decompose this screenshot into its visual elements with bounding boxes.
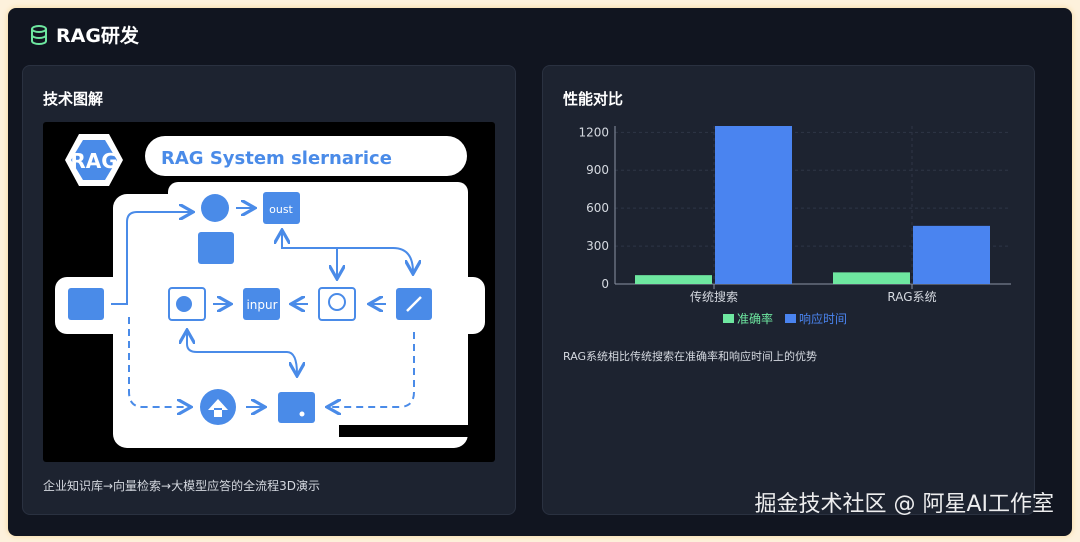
y-tick-label: 1200 — [578, 125, 609, 139]
y-tick-label: 900 — [586, 163, 609, 177]
bar-response-time — [913, 225, 990, 284]
bar-accuracy — [635, 275, 712, 284]
svg-text:RAG: RAG — [70, 149, 117, 173]
rag-diagram-image: RAG RAG System slernarice — [43, 122, 495, 462]
page-header: RAG研发 — [30, 21, 139, 48]
svg-text:RAG System slernarice: RAG System slernarice — [161, 148, 392, 169]
diagram-caption: 企业知识库→向量检索→大模型应答的全流程3D演示 — [43, 479, 320, 493]
diagram-card: 技术图解 RAG RAG System slernarice — [22, 65, 516, 515]
chart-caption: RAG系统相比传统搜索在准确率和响应时间上的优势 — [563, 350, 818, 363]
svg-text:oust: oust — [269, 203, 293, 216]
bar-response-time — [715, 126, 792, 284]
legend-swatch — [785, 314, 796, 323]
legend-label: 响应时间 — [799, 311, 847, 326]
card-title: 性能对比 — [563, 90, 624, 108]
app-window: RAG研发 技术图解 RAG RAG System slernarice — [8, 8, 1072, 536]
y-tick-label: 300 — [586, 239, 609, 253]
x-tick-label: RAG系统 — [887, 290, 936, 304]
legend-swatch — [723, 314, 734, 323]
svg-text:inpur: inpur — [246, 298, 277, 312]
x-tick-label: 传统搜索 — [690, 289, 738, 304]
card-title: 技术图解 — [43, 90, 104, 108]
y-tick-label: 600 — [586, 201, 609, 215]
watermark: 掘金技术社区 @ 阿星AI工作室 — [754, 492, 1054, 517]
performance-card: 性能对比 0 300 600 900 1200 传统搜索 RAG系统准确率 响应时间 RAG系… — [542, 65, 1035, 515]
page-title: RAG研发 — [56, 25, 139, 47]
y-tick-label: 0 — [601, 277, 609, 291]
bar-accuracy — [833, 272, 910, 284]
legend-label: 准确率 — [737, 311, 773, 326]
database-icon — [31, 24, 47, 45]
